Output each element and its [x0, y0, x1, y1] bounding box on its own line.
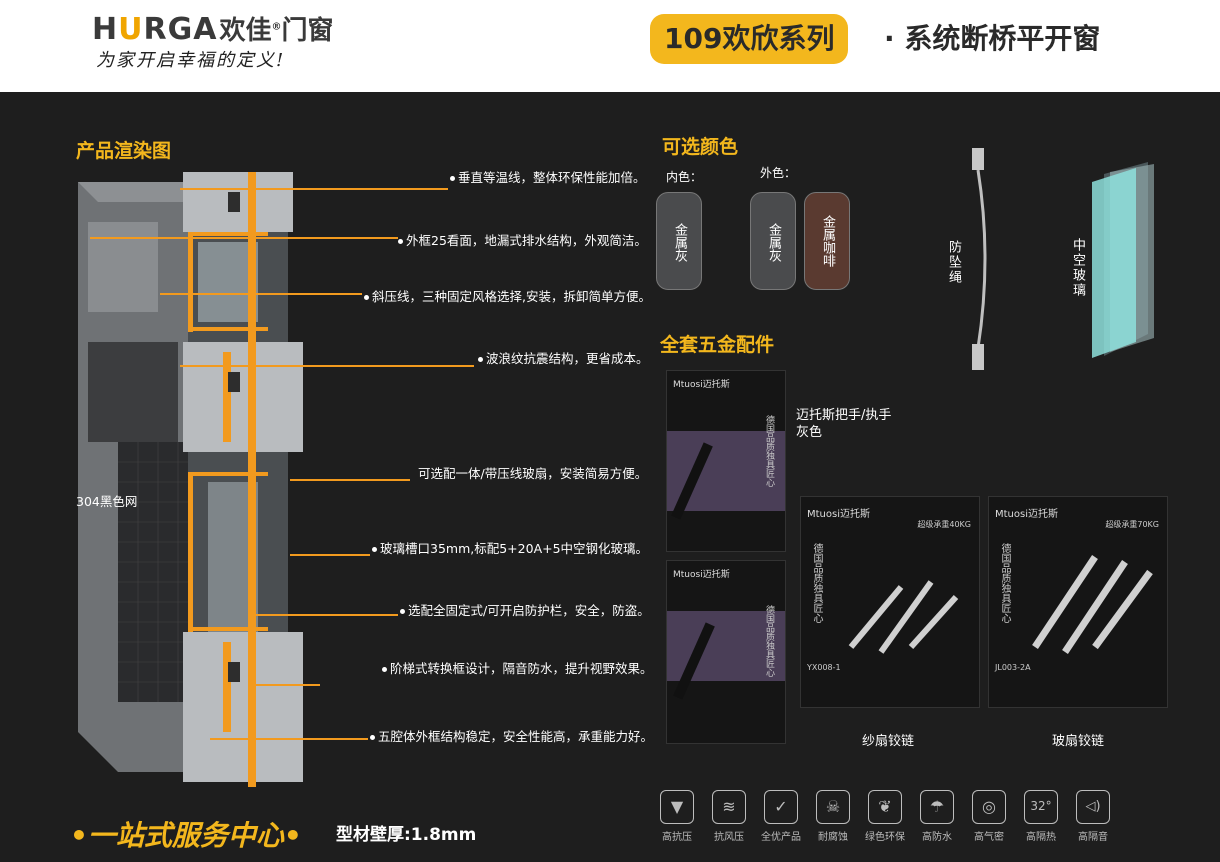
callout-line-9	[210, 738, 368, 740]
handle-name: 迈托斯把手/执手	[796, 408, 892, 423]
handle-card-top: Mtuosi迈托斯 德国品质独具匠心	[666, 370, 786, 552]
airtight-icon: ◎	[972, 790, 1006, 824]
hollow-glass-image	[1092, 162, 1154, 358]
screen-hinge-image	[848, 580, 959, 654]
callout-3: 斜压线，三种固定风格选择,安装，拆卸简单方便。	[364, 286, 651, 305]
callout-line-8	[250, 684, 320, 686]
hardware-title: 全套五金配件	[660, 334, 775, 356]
rain-icon: ☂	[920, 790, 954, 824]
feature-pressure: ▼高抗压	[652, 790, 702, 843]
callout-line-7	[250, 614, 398, 616]
feature-eco: ❦绿色环保	[860, 790, 910, 843]
callout-line-4	[180, 365, 474, 367]
feature-waterproof: ☂高防水	[912, 790, 962, 843]
callout-7: 选配全固定式/可开启防护栏，安全，防盗。	[400, 600, 650, 619]
callout-line-3	[160, 293, 362, 295]
feature-insulation: 32°高隔热	[1016, 790, 1066, 843]
fall-rope-image	[972, 148, 987, 370]
service-slogan: •一站式服务中心•	[70, 819, 302, 852]
callout-1: 垂直等温线，整体环保性能加倍。	[450, 167, 646, 186]
series-description: · 系统断桥平开窗	[884, 22, 1101, 55]
check-icon: ✓	[764, 790, 798, 824]
main-panel: 产品渲染图	[0, 92, 1220, 862]
feature-wind: ≋抗风压	[704, 790, 754, 843]
soundproof-icon: ◁)	[1076, 790, 1110, 824]
color-swatch-outer-gray[interactable]: 金属灰	[750, 192, 796, 290]
feature-corrosion: ☠耐腐蚀	[808, 790, 858, 843]
callout-line-1	[180, 188, 448, 190]
fall-rope-label: 防坠绳	[946, 240, 961, 285]
series-name: 109欢欣系列	[650, 14, 849, 64]
wall-thickness: 型材壁厚:1.8mm	[336, 825, 477, 845]
color-swatch-outer-coffee[interactable]: 金属咖啡	[804, 192, 850, 290]
page-header: HURGA欢佳®门窗 为家开启幸福的定义! 109欢欣系列 · 系统断桥平开窗	[0, 0, 1220, 92]
glass-hinge-card: Mtuosi迈托斯 超级承重70KG 德国品质独具匠心 JL003-2A	[988, 496, 1168, 708]
callout-9: 五腔体外框结构稳定，安全性能高，承重能力好。	[370, 726, 653, 745]
outer-color-label: 外色：	[760, 166, 797, 180]
inner-color-label: 内色：	[666, 170, 703, 184]
callout-8: 阶梯式转换框设计，隔音防水，提升视野效果。	[382, 658, 653, 677]
handle-card-bottom: Mtuosi迈托斯 德国品质独具匠心	[666, 560, 786, 744]
callout-4: 波浪纹抗震结构，更省成本。	[478, 348, 649, 367]
callout-5: 可选配一体/带压线玻扇，安装简易方便。	[418, 466, 648, 481]
callout-line-5	[290, 479, 410, 481]
window-profile-render	[78, 172, 303, 787]
skull-icon: ☠	[816, 790, 850, 824]
screen-hinge-card: Mtuosi迈托斯 超级承重40KG 德国品质独具匠心 YX008-1	[800, 496, 980, 708]
brand-logo: HURGA欢佳®门窗	[92, 10, 333, 47]
glass-hinge-label: 玻扇铰链	[1052, 734, 1105, 749]
leaf-icon: ❦	[868, 790, 902, 824]
thermometer-icon: 32°	[1024, 790, 1058, 824]
feature-soundproof: ◁)高隔音	[1068, 790, 1118, 843]
feature-quality: ✓全优产品	[756, 790, 806, 843]
callout-line-6	[290, 554, 370, 556]
screen-hinge-label: 纱扇铰链	[862, 734, 915, 749]
callout-line-2	[90, 237, 398, 239]
handle-color: 灰色	[796, 425, 823, 440]
render-title: 产品渲染图	[76, 140, 172, 162]
brand-name: HURGA	[92, 12, 218, 47]
mesh-label: 304黑色网	[76, 494, 138, 509]
glass-hinge-image	[1032, 555, 1153, 654]
brand-slogan: 为家开启幸福的定义!	[96, 50, 286, 71]
color-swatch-inner-gray[interactable]: 金属灰	[656, 192, 702, 290]
wind-pressure-icon: ≋	[712, 790, 746, 824]
pressure-icon: ▼	[660, 790, 694, 824]
brand-cn: 欢佳®门窗	[219, 16, 334, 46]
colors-title: 可选颜色	[662, 136, 739, 158]
callout-6: 玻璃槽口35mm,标配5+20A+5中空钢化玻璃。	[372, 538, 648, 557]
callout-2: 外框25看面，地漏式排水结构，外观简洁。	[398, 230, 647, 249]
hollow-glass-label: 中空玻璃	[1070, 238, 1085, 298]
feature-airtight: ◎高气密	[964, 790, 1014, 843]
